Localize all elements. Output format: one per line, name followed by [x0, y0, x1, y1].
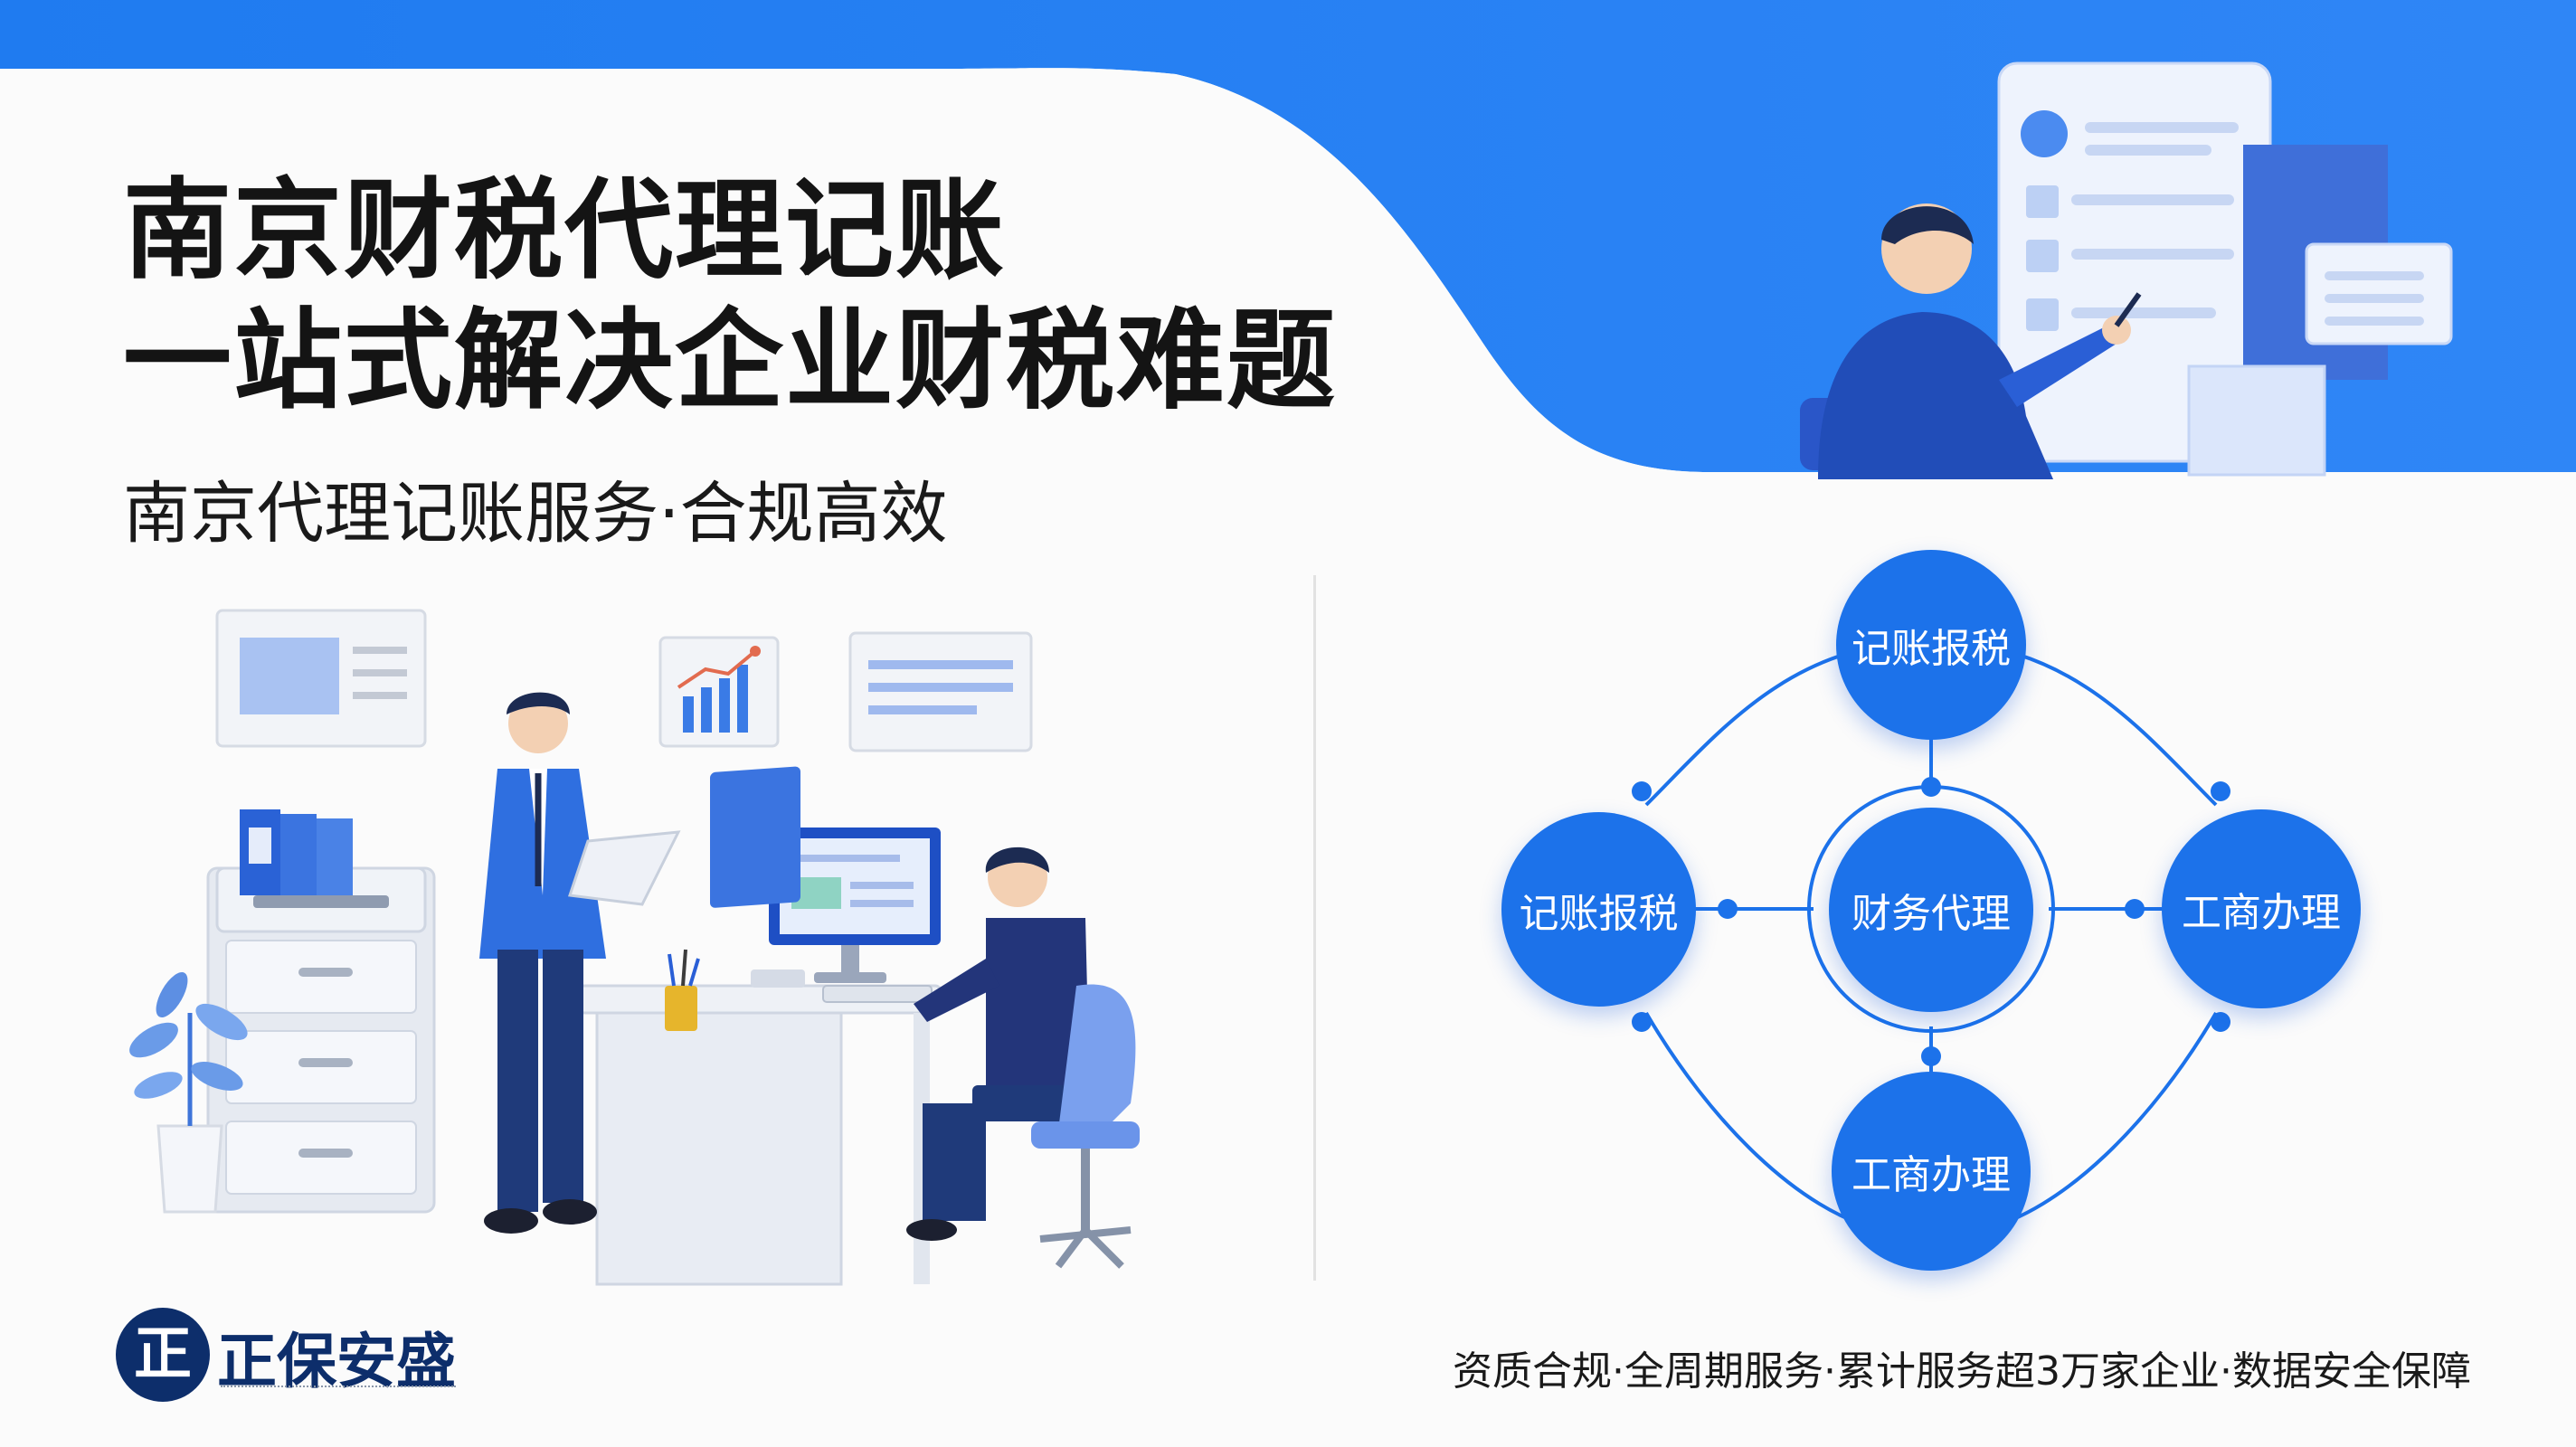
diagram-node-top-label: 记账报税 [1852, 626, 2011, 672]
plant-icon [129, 972, 248, 1214]
diagram-node-right-label: 工商办理 [2182, 890, 2341, 936]
brand-name: 正保安盛 [217, 1327, 456, 1396]
brand-logo-icon: 正 [116, 1308, 210, 1402]
page-title-line1: 南京财税代理记账 [123, 168, 1006, 294]
diagram-node-left-label: 记账报税 [1519, 890, 1679, 937]
diagram-node-left: 记账报税 [1501, 812, 1696, 1007]
service-diagram-connectors [1632, 640, 2230, 1232]
brand-logo-glyph: 正 [134, 1321, 192, 1388]
chart-icon [658, 636, 780, 748]
folder-icon [240, 809, 353, 895]
document-review-illustration [1800, 61, 2453, 479]
footer-text: 资质合规·全周期服务·累计服务超3万家企业·数据安全保障 [1453, 1348, 2471, 1395]
diagram-node-center-label: 财务代理 [1852, 891, 2011, 937]
wall-board-left [215, 609, 427, 748]
diagram-node-bottom: 工商办理 [1832, 1072, 2031, 1271]
page-title-line2: 一站式解决企业财税难题 [123, 298, 1337, 424]
section-divider [1313, 575, 1316, 1281]
brand-tagline-line [221, 1386, 456, 1393]
diagram-node-top: 记账报税 [1836, 550, 2026, 740]
wall-board-right [848, 631, 1033, 752]
diagram-node-bottom-label: 工商办理 [1852, 1152, 2011, 1198]
diagram-node-right: 工商办理 [2162, 809, 2361, 1008]
office-illustration [129, 609, 1140, 1286]
page-subtitle: 南京代理记账服务·合规高效 [123, 475, 948, 553]
diagram-node-center: 财务代理 [1829, 808, 2033, 1012]
